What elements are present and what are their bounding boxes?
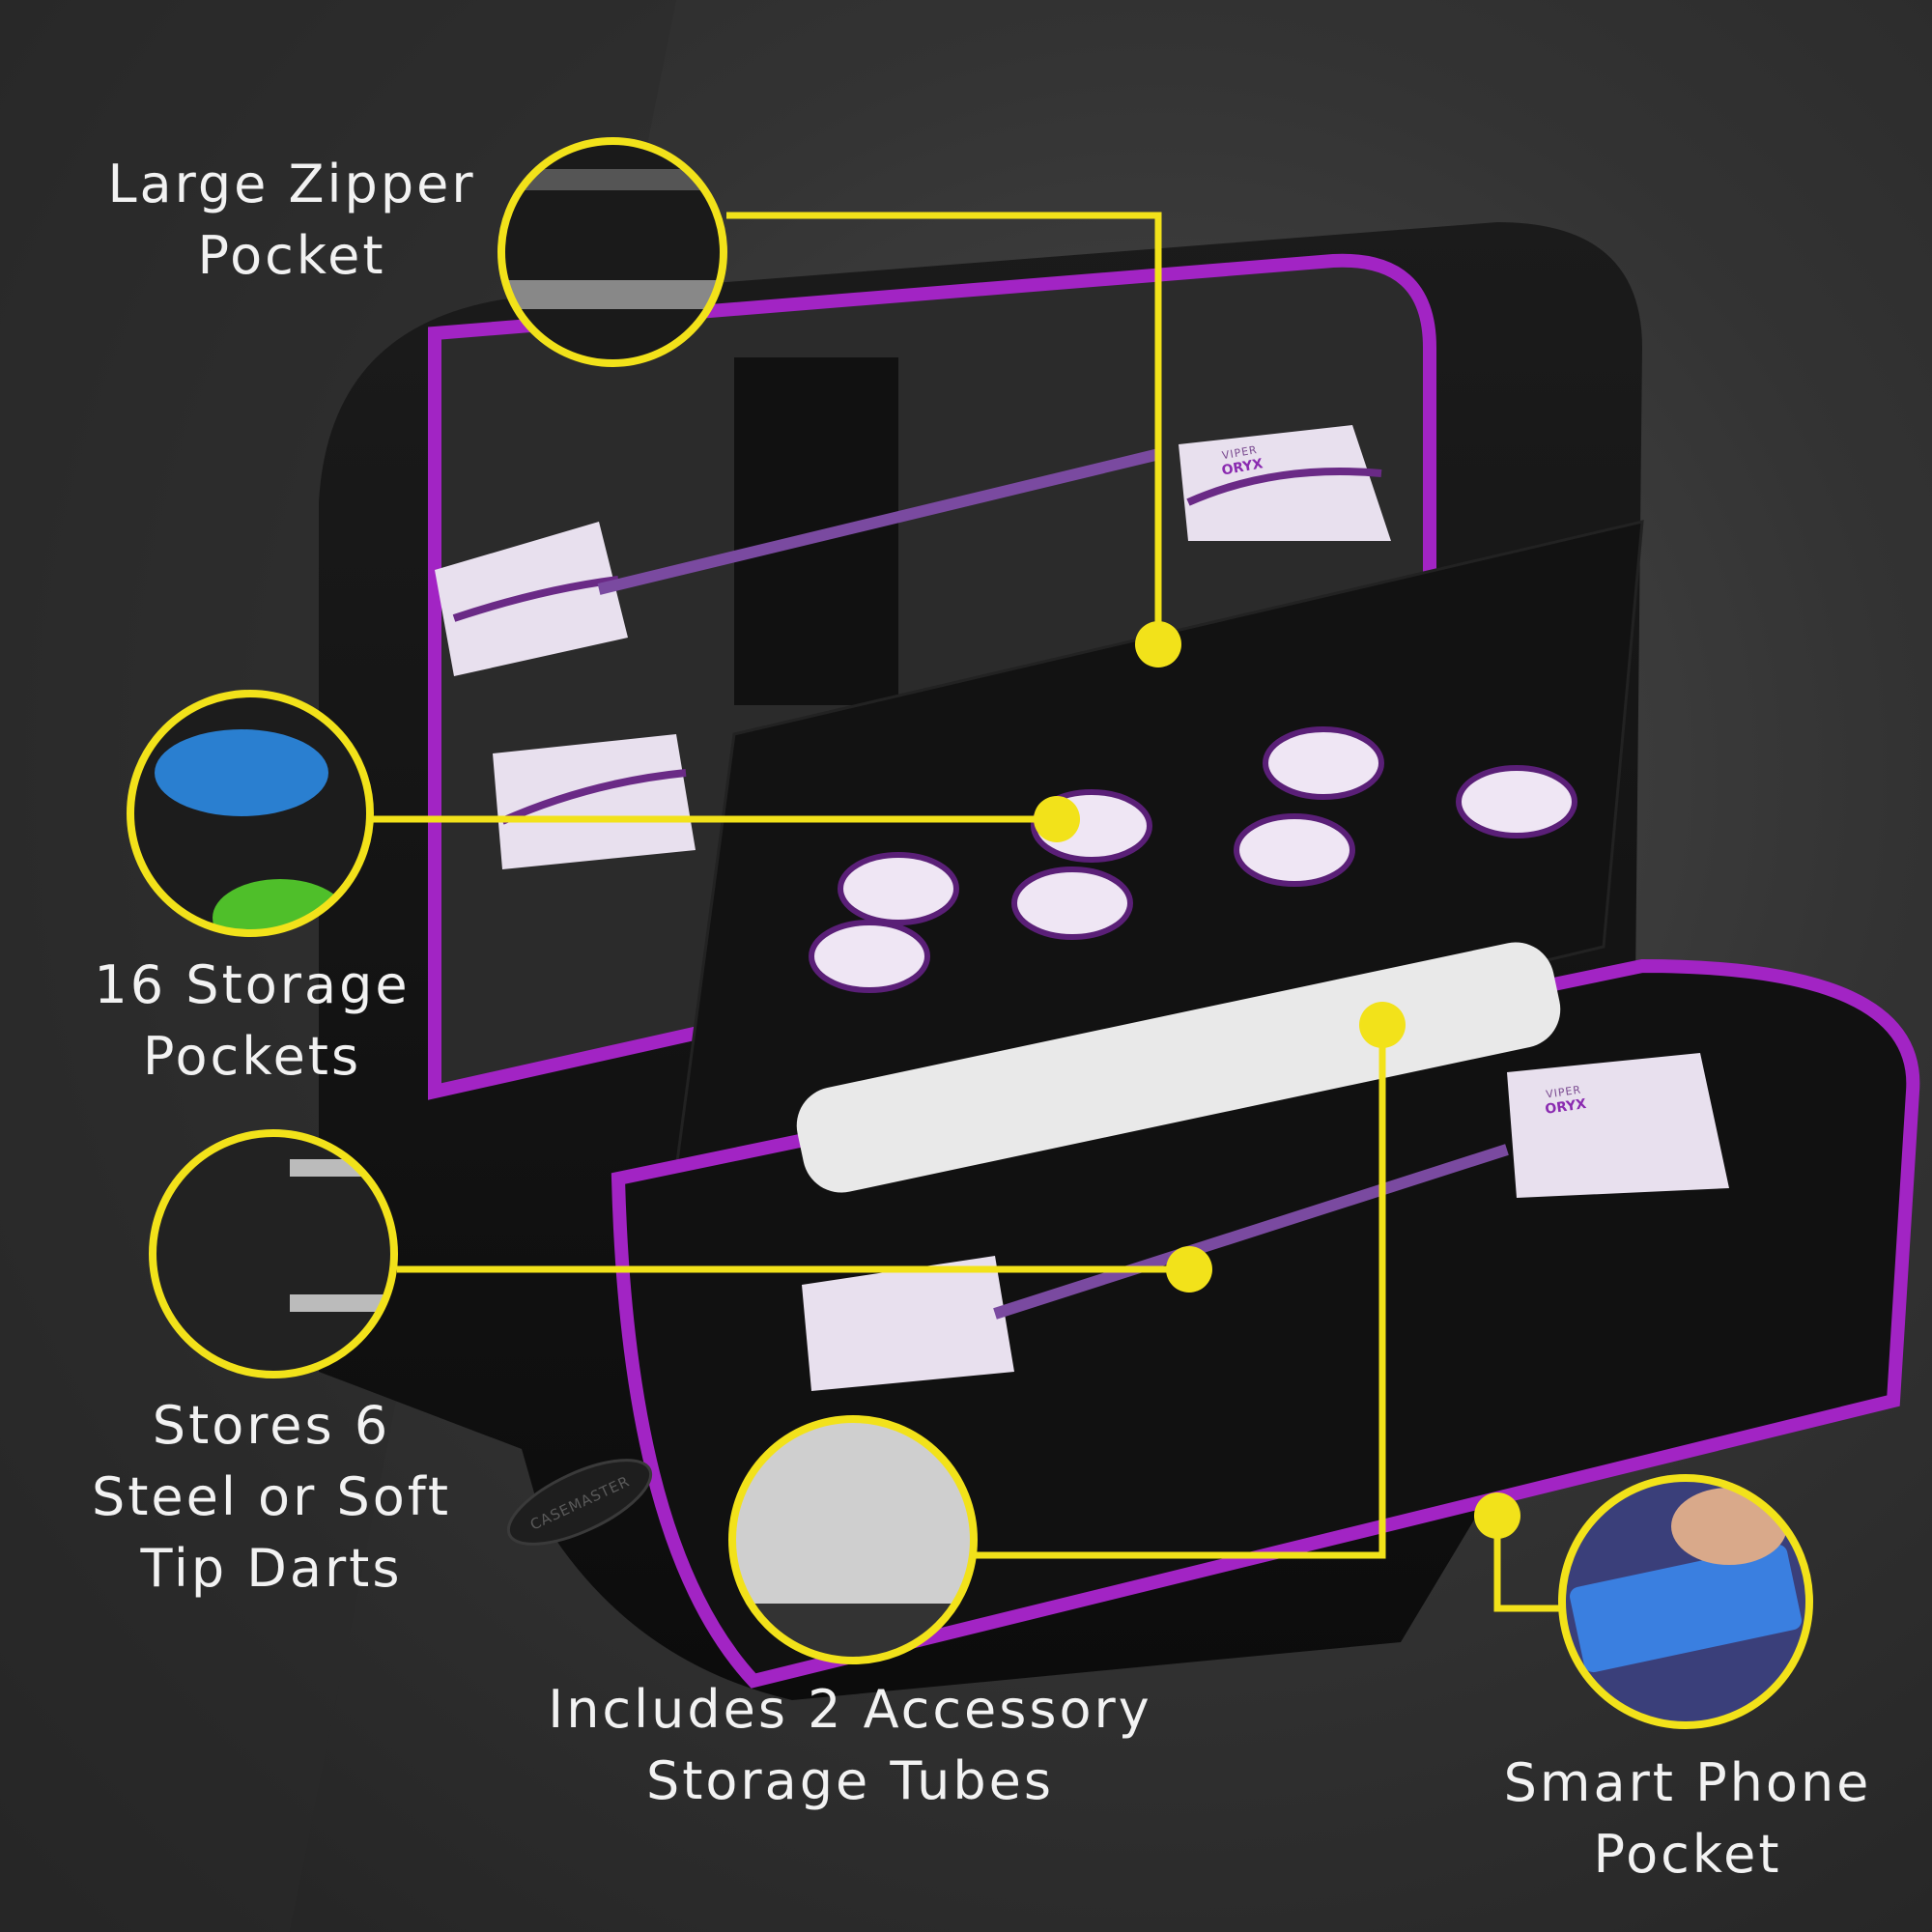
label-line: 16 Storage — [94, 954, 411, 1015]
flight-pockets — [809, 726, 1577, 993]
dart-holder-closeup-icon — [149, 1129, 398, 1378]
label-line: Large Zipper — [107, 154, 476, 214]
label-line: Includes 2 Accessory — [548, 1679, 1152, 1740]
callout-dots — [1034, 621, 1520, 1539]
flight-pockets-closeup-icon — [127, 690, 374, 937]
label-line: Pocket — [197, 225, 386, 286]
accessory-tube — [796, 942, 1561, 1193]
label-line: Smart Phone — [1503, 1752, 1872, 1813]
label-line: Tip Darts — [140, 1538, 403, 1599]
label-line: Pocket — [1593, 1824, 1782, 1885]
callout-label-accessory-tubes: Includes 2 Accessory Storage Tubes — [548, 1674, 1151, 1817]
label-line: Stores 6 — [152, 1395, 391, 1456]
label-line: Storage Tubes — [645, 1750, 1055, 1811]
callout-lines — [370, 212, 1562, 1612]
flight-model-text: ORYX — [1545, 1096, 1588, 1118]
flight-brand-text: VIPER — [1221, 443, 1259, 462]
darts-upper — [435, 425, 1391, 869]
callout-label-zipper-pocket: Large Zipper Pocket — [107, 149, 475, 292]
flight-print-lower: VIPER ORYX — [1545, 1084, 1588, 1118]
callout-label-storage-pockets: 16 Storage Pockets — [94, 950, 410, 1093]
flight-model-text: ORYX — [1221, 456, 1264, 478]
label-line: Pockets — [142, 1026, 362, 1087]
zipper-closeup-icon — [497, 137, 727, 367]
phone-closeup-icon — [1558, 1474, 1813, 1729]
flight-brand-text: VIPER — [1545, 1084, 1581, 1101]
callout-label-phone-pocket: Smart Phone Pocket — [1504, 1747, 1872, 1890]
callout-label-stores-darts: Stores 6 Steel or Soft Tip Darts — [92, 1390, 451, 1605]
flight-print-upper: VIPER ORYX — [1221, 443, 1264, 478]
label-line: Steel or Soft — [91, 1466, 452, 1527]
flight-pocket-flap — [674, 520, 1644, 1171]
